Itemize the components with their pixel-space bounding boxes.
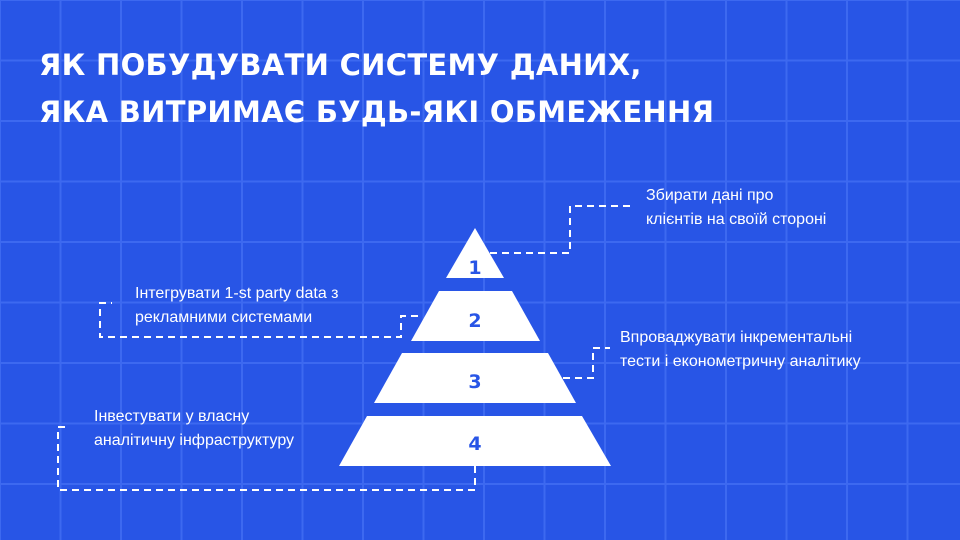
label-line: рекламними системами: [135, 309, 313, 326]
tier-label-1: Збирати дані про клієнтів на своїй сторо…: [646, 184, 826, 232]
connector-4: [57, 426, 476, 491]
label-line: Впроваджувати інкрементальні: [620, 329, 853, 346]
tier-number-3: 3: [468, 371, 481, 393]
tier-label-3: Впроваджувати інкрементальні тести і еко…: [620, 326, 861, 374]
tier-number-2: 2: [468, 310, 481, 332]
label-line: Інвестувати у власну: [94, 408, 250, 425]
connector-2: [99, 302, 418, 338]
tier-label-4: Інвестувати у власну аналітичну інфрастр…: [94, 405, 294, 453]
pyramid-tier-1: [446, 228, 504, 278]
label-line: тести і економетричну аналітику: [620, 353, 861, 370]
connector-1: [490, 205, 632, 254]
title-line-1: ЯК ПОБУДУВАТИ СИСТЕМУ ДАНИХ,: [39, 48, 642, 82]
title-line-2: ЯКА ВИТРИМАЄ БУДЬ-ЯКІ ОБМЕЖЕННЯ: [39, 95, 715, 129]
tier-number-1: 1: [468, 257, 481, 279]
connector-3: [563, 347, 610, 379]
label-line: клієнтів на своїй стороні: [646, 211, 827, 228]
tier-label-2: Інтегрувати 1-st party data з рекламними…: [135, 282, 339, 330]
pyramid-tier-2: [411, 291, 540, 341]
label-line: Збирати дані про: [646, 187, 774, 204]
pyramid-tier-3: [374, 353, 576, 403]
page-title: ЯК ПОБУДУВАТИ СИСТЕМУ ДАНИХ, ЯКА ВИТРИМА…: [39, 42, 714, 136]
label-line: Інтегрувати 1-st party data з: [135, 285, 339, 302]
tier-number-4: 4: [468, 433, 481, 455]
label-line: аналітичну інфраструктуру: [94, 432, 295, 449]
pyramid-tier-4: [339, 416, 611, 466]
